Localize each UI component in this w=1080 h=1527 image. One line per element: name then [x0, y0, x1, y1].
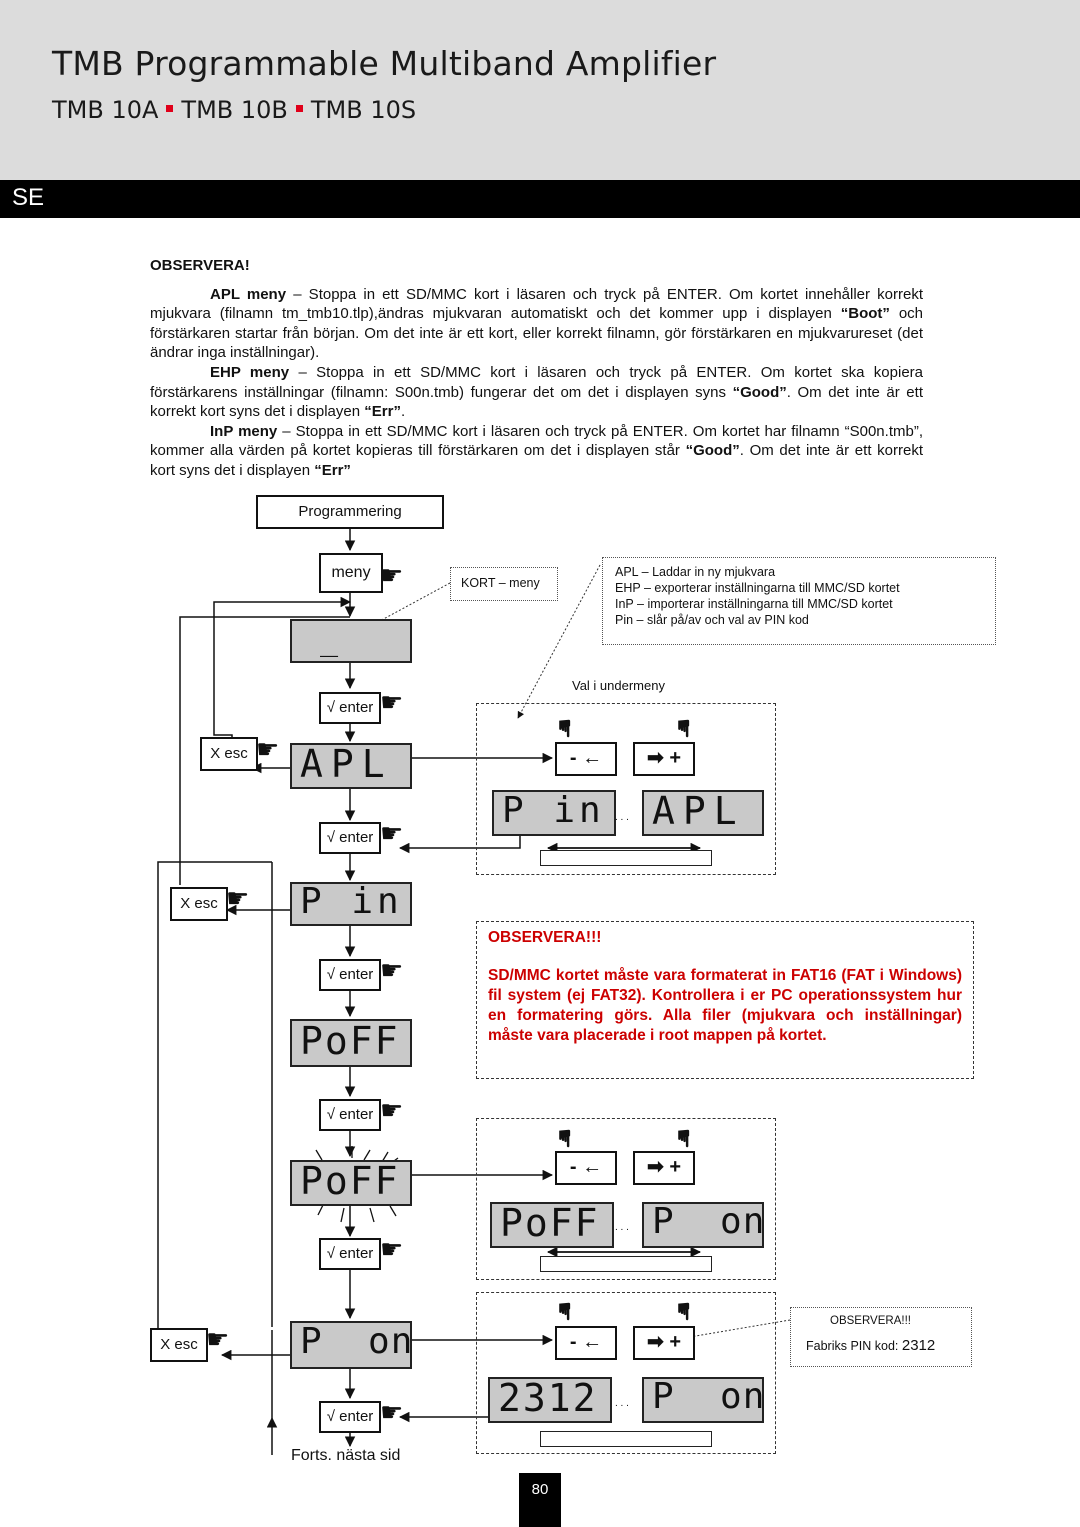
hand-pointer-icon: ☛ [206, 1324, 230, 1354]
lcd-option-pon: P on [642, 1202, 764, 1248]
hand-pointer-icon: ☛ [669, 1127, 697, 1150]
language-bar [0, 180, 1080, 218]
minus-button[interactable]: - ← [555, 1151, 617, 1185]
legend-inp: InP – importerar inställningarna till MM… [615, 597, 893, 611]
hand-pointer-icon: ☛ [550, 1300, 578, 1323]
ellipsis: . . . [615, 1398, 629, 1409]
ellipsis: . . . [615, 1222, 629, 1233]
scroll-bar [540, 1431, 712, 1447]
esc-button[interactable]: X esc [170, 887, 228, 921]
minus-button[interactable]: - ← [555, 1326, 617, 1360]
hand-pointer-icon: ☛ [380, 1397, 404, 1427]
scroll-bar [540, 1256, 712, 1272]
ehp-paragraph: EHP meny – Stoppa in ett SD/MMC kort i l… [150, 363, 923, 421]
lcd-option-poff: PoFF [490, 1202, 614, 1248]
intro-heading: OBSERVERA! [150, 257, 250, 274]
lcd-option-pon: P on [642, 1377, 764, 1423]
legend-pin: Pin – slår på/av och val av PIN kod [615, 613, 809, 627]
hand-pointer-icon: ☛ [380, 687, 404, 717]
header-band [0, 0, 1080, 180]
inp-paragraph: InP meny – Stoppa in ett SD/MMC kort i l… [150, 422, 923, 479]
model-s: TMB 10S [310, 96, 417, 124]
enter-button[interactable]: √ enter [319, 1238, 381, 1270]
lcd-option-pin: P in [492, 790, 616, 836]
hand-pointer-icon: ☛ [380, 1234, 404, 1264]
apl-paragraph: APL meny – Stoppa in ett SD/MMC kort i l… [150, 285, 923, 362]
submenu-panel-apl [476, 703, 776, 875]
legend-box [602, 557, 996, 645]
kort-meny-label: KORT – meny [461, 576, 540, 590]
hand-pointer-icon: ☛ [380, 560, 404, 590]
model-b: TMB 10B [181, 96, 288, 124]
hand-pointer-icon: ☛ [380, 1095, 404, 1125]
esc-button[interactable]: X esc [150, 1328, 208, 1362]
model-list: TMB 10A TMB 10B TMB 10S [52, 96, 416, 124]
language-code: SE [12, 184, 45, 211]
lcd-display-apl: APL [290, 743, 412, 789]
submenu-label: Val i undermeny [572, 678, 665, 693]
hand-pointer-icon: ☛ [550, 717, 578, 740]
kort-meny-callout [450, 567, 558, 601]
pin-note-box [790, 1307, 972, 1367]
hand-pointer-icon: ☛ [256, 734, 280, 764]
enter-button[interactable]: √ enter [319, 959, 381, 991]
page-number: 80 [519, 1473, 561, 1527]
lcd-option-2312: 2312 [488, 1377, 612, 1423]
hand-pointer-icon: ☛ [550, 1127, 578, 1150]
pin-note-title: OBSERVERA!!! [830, 1315, 911, 1327]
continue-next-page: Forts. nästa sid [291, 1447, 401, 1464]
hand-pointer-icon: ☛ [380, 955, 404, 985]
legend-ehp: EHP – exporterar inställningarna till MM… [615, 581, 900, 595]
submenu-panel-poff [476, 1118, 776, 1280]
model-a: TMB 10A [52, 96, 159, 124]
plus-button[interactable]: ➡ + [633, 1326, 695, 1360]
esc-button[interactable]: X esc [200, 737, 258, 771]
minus-button[interactable]: - ← [555, 742, 617, 776]
enter-button[interactable]: √ enter [319, 1099, 381, 1131]
enter-button[interactable]: √ enter [319, 1401, 381, 1433]
hand-pointer-icon: ☛ [226, 883, 250, 913]
lcd-option-apl: APL [642, 790, 764, 836]
enter-button[interactable]: √ enter [319, 692, 381, 724]
submenu-panel-pin-code [476, 1292, 776, 1454]
enter-button[interactable]: √ enter [319, 822, 381, 854]
hand-pointer-icon: ☛ [380, 818, 404, 848]
lcd-display-pin: P in [290, 882, 412, 926]
bullet-square [295, 104, 303, 112]
warning-text: OBSERVERA!!! SD/MMC kortet måste vara fo… [488, 929, 962, 1044]
ellipsis: . . . [615, 812, 629, 823]
lcd-display-poff-blinking: PoFF [290, 1160, 412, 1206]
scroll-bar [540, 850, 712, 866]
pin-note-code: Fabriks PIN kod: 2312 [806, 1337, 936, 1354]
lcd-display-poff: PoFF [290, 1019, 412, 1067]
intro-section: OBSERVERA! APL meny – Stoppa in ett SD/M… [150, 256, 923, 481]
legend-apl: APL – Laddar in ny mjukvara [615, 565, 776, 579]
page-title: TMB Programmable Multiband Amplifier [52, 44, 717, 83]
programmering-box: Programmering [256, 495, 444, 529]
plus-button[interactable]: ➡ + [633, 1151, 695, 1185]
lcd-display-blank: _ [290, 619, 412, 663]
plus-button[interactable]: ➡ + [633, 742, 695, 776]
bullet-square [166, 104, 174, 112]
warning-box [476, 921, 974, 1079]
hand-pointer-icon: ☛ [669, 717, 697, 740]
lcd-display-pon: P on [290, 1321, 412, 1369]
hand-pointer-icon: ☛ [669, 1300, 697, 1323]
meny-button[interactable]: meny [319, 553, 383, 593]
